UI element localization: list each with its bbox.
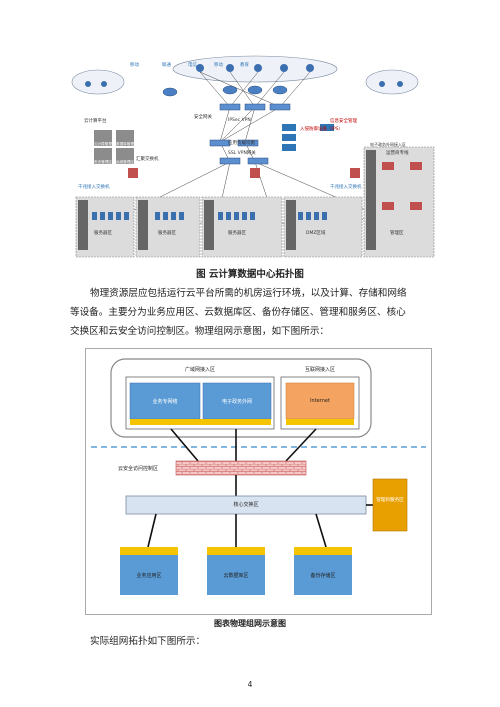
bottom-boxes — [120, 547, 352, 595]
core-label: 汇聚交换机 — [136, 157, 159, 162]
office-label: 信息安全管理 — [330, 119, 357, 124]
carrier-label-4: 移动 — [214, 63, 223, 68]
zone-label-1: 服务器区 — [94, 231, 112, 236]
topology-figure: 入侵防御设备（IPS） 移动 联通 电信 移动 教育 安全网关 应用负载均衡 S… — [70, 52, 440, 264]
carrier-label-2: 联通 — [162, 63, 171, 68]
carrier-label-1: 移动 — [130, 63, 139, 68]
gov-net-label: 电子政务外网 — [221, 399, 252, 405]
access-left-label: 千兆接入交换机 — [78, 185, 110, 190]
carrier-nodes — [85, 64, 403, 87]
server-racks — [92, 212, 327, 220]
figure1-caption: 图 云计算数据中心拓扑图 — [196, 269, 304, 280]
security-zone-label: 云安全访问控制区 — [118, 466, 159, 472]
left-box-4: 运维管理区 — [116, 160, 134, 164]
bottom-label-3: 备份存储区 — [310, 573, 336, 579]
bottom-line: 实际组网拓扑如下图所示： — [90, 636, 206, 647]
gov-net-box — [202, 382, 272, 420]
network-diagram — [91, 358, 426, 595]
topology-diagram: 入侵防御设备（IPS） — [71, 55, 435, 258]
paragraph-line-1: 物理资源层应包括运行云平台所需的机房运行环境，以及计算、存储和网络 — [90, 288, 407, 299]
wan-zone-label: 广域网接入区 — [184, 367, 215, 373]
internet-zone-label: 互联网接入区 — [304, 367, 335, 373]
core-firewalls — [128, 168, 360, 178]
zone-side-labels — [78, 150, 376, 250]
left-box-2: 数据库管理区 — [116, 142, 138, 146]
core-zone-label: 核心交换区 — [233, 502, 259, 508]
zone-label-5: 管理区 — [390, 231, 404, 236]
business-net-label: 业务专网络 — [152, 399, 178, 405]
left-mgmt-boxes — [94, 130, 134, 164]
top-links — [170, 428, 317, 462]
access-right-label: 千兆接入交换机 — [330, 185, 362, 190]
vpn-label: IPSec VPN — [228, 118, 251, 123]
business-net-box — [129, 382, 201, 420]
mgmt-box — [372, 478, 408, 532]
ips-label: 入侵防御设备（IPS） — [300, 125, 343, 132]
internet-yellow-bar — [286, 419, 354, 425]
page-number: 4 — [247, 680, 253, 689]
wan-yellow-bar — [130, 419, 271, 425]
firewall-stack — [209, 103, 291, 165]
zone-label-4: DMZ区域 — [306, 231, 326, 236]
internet-box — [285, 382, 355, 420]
right-zone-devices — [382, 162, 422, 210]
firewall-label: 安全网关 — [194, 115, 212, 120]
app-fw-label: 应用负载均衡 — [228, 141, 255, 146]
carrier-label-5: 教育 — [240, 63, 249, 68]
ssl-vpn-label: SSL VPN网关 — [228, 151, 256, 156]
bottom-label-2: 云数据库区 — [223, 573, 249, 579]
network-figure: 广域网接入区 互联网接入区 业务专网络 电子政务外网 Internet 云安全访… — [85, 348, 432, 615]
zone-label-2: 服务器区 — [158, 231, 176, 236]
left-box-1: 云计算管理区 — [94, 142, 116, 146]
right-title-label: 运营商专线 — [386, 151, 409, 156]
zone-label-3: 服务器区 — [228, 231, 246, 236]
cloud-side-label: 云计算平台 — [84, 119, 107, 124]
routers — [162, 85, 288, 97]
mgmt-zone-label: 管理和服务区 — [376, 498, 404, 503]
paragraph-line-3: 交换区和云安全访问控制区。物理组网示意图，如下图所示： — [70, 326, 330, 337]
firewall-brick — [175, 460, 307, 476]
carrier-label-3: 电信 — [188, 63, 197, 68]
paragraph-line-2: 等设备。主要分为业务应用区、云数据库区、备份存储区、管理和服务区、核心 — [70, 307, 406, 318]
internet-label: Internet — [310, 398, 330, 404]
bottom-label-1: 业务应用区 — [136, 573, 162, 579]
bottom-links — [147, 513, 327, 548]
side-devices — [282, 124, 334, 151]
right-side-label: 电子政务外网接入区 — [370, 142, 406, 147]
left-box-3: 安全管理区 — [94, 160, 112, 164]
figure2-caption: 图表物理组网示意图 — [214, 618, 286, 628]
